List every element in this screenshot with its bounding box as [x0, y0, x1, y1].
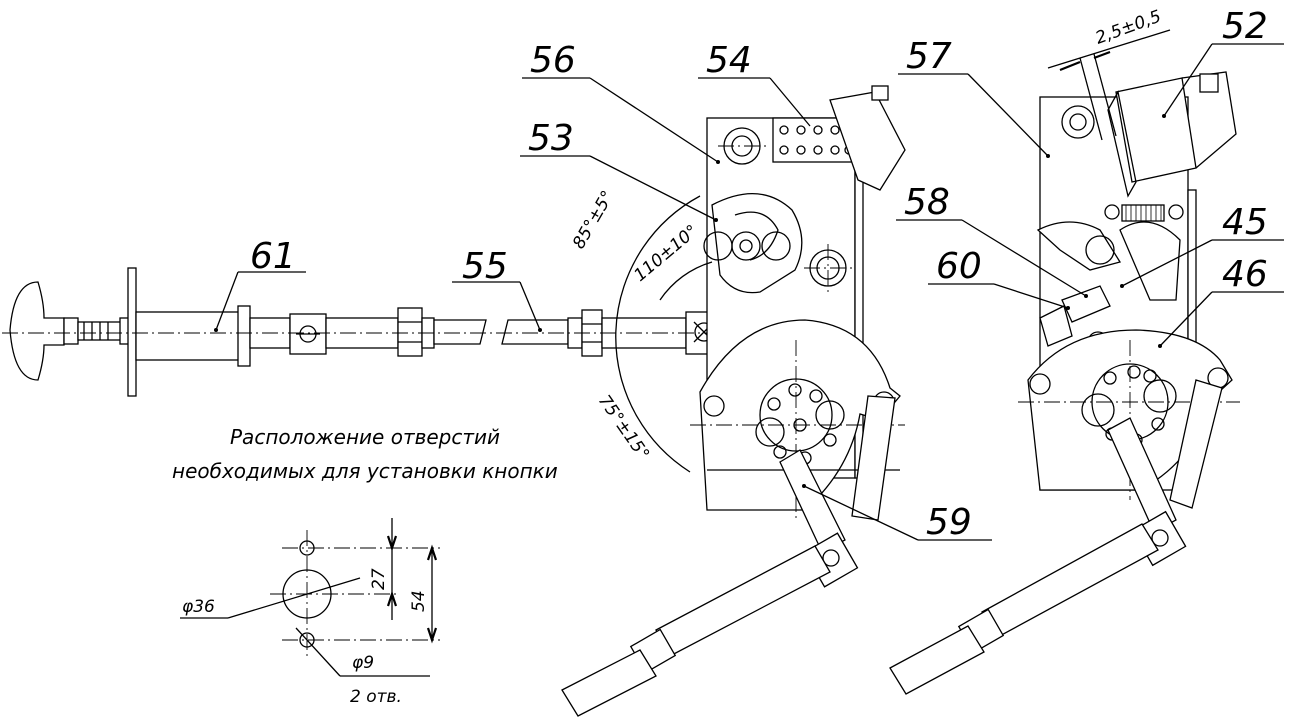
callout-56: 56	[530, 40, 576, 81]
dimension-27: 27	[369, 568, 389, 590]
angle-inner-dimension: 110±10°	[630, 221, 702, 286]
callout-46: 46	[1222, 254, 1268, 295]
callout-57: 57	[906, 36, 952, 77]
caption-line-1: Расположение отверстий	[230, 425, 500, 449]
callout-45: 45	[1222, 202, 1268, 243]
callout-53: 53	[528, 118, 574, 159]
callout-55: 55	[462, 246, 508, 287]
callout-52: 52	[1222, 6, 1268, 47]
push-button-assembly	[2, 267, 730, 397]
caption-line-2: необходимых для установки кнопки	[172, 459, 558, 483]
dimension-54: 54	[409, 590, 429, 612]
callout-59: 59	[926, 502, 972, 543]
diameter-36-label: φ36	[182, 597, 215, 617]
callout-58: 58	[904, 182, 950, 223]
right-mechanism	[889, 71, 1240, 695]
left-mechanism	[561, 85, 906, 717]
callout-leaders	[214, 29, 1284, 541]
callout-54: 54	[706, 40, 752, 81]
hole-layout-sketch	[180, 518, 440, 677]
angle-upper-dimension: 85°±5°	[569, 187, 618, 252]
callout-60: 60	[936, 246, 982, 287]
callout-61: 61	[250, 236, 296, 277]
holes-count-label: 2 отв.	[350, 687, 402, 707]
diameter-9-label: φ9	[352, 653, 374, 673]
